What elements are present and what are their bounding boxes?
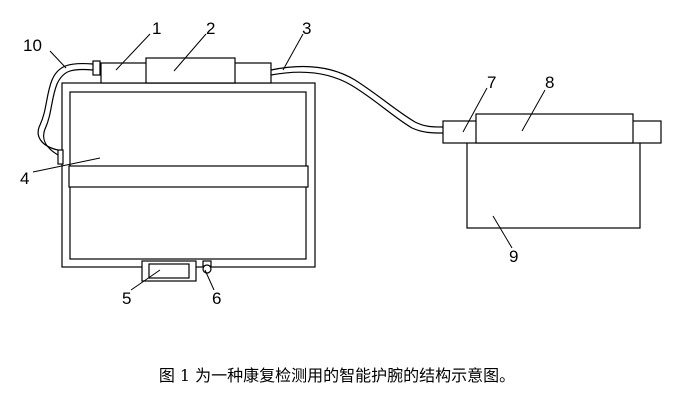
callout-6: 6 [212,289,221,308]
leader-1 [115,33,151,71]
leader-10 [49,50,67,69]
bottom-box-inner [148,263,190,279]
callout-5: 5 [122,289,131,308]
leader-5 [130,269,161,291]
leader-7 [462,87,488,133]
leader-9 [492,215,513,249]
side-clip [57,149,64,165]
bottom-box-outer [141,260,197,282]
callout-1: 1 [152,19,161,38]
leader-8 [521,89,546,132]
leader-2 [173,33,207,72]
cable-3 [270,66,444,128]
callout-4: 4 [20,169,29,188]
callout-9: 9 [509,247,518,266]
leader-6 [204,269,215,291]
bottom-knob [202,264,212,274]
callout-10: 10 [23,36,42,55]
right-module-8 [475,113,634,144]
strap-band [68,165,309,188]
leader-4 [32,157,101,173]
callout-7: 7 [487,73,496,92]
sensor-module-2 [145,57,236,84]
callout-8: 8 [545,73,554,92]
cable-connector [92,60,101,76]
callout-2: 2 [206,19,215,38]
callout-3: 3 [302,19,311,38]
leader-3 [282,33,304,71]
cable-10 [37,62,94,151]
figure-caption: 图 1 为一种康复检测用的智能护腕的结构示意图。 [158,366,516,385]
structure-diagram: 1 2 3 4 5 6 7 8 9 10 [20,19,662,308]
right-box-9 [466,139,641,229]
